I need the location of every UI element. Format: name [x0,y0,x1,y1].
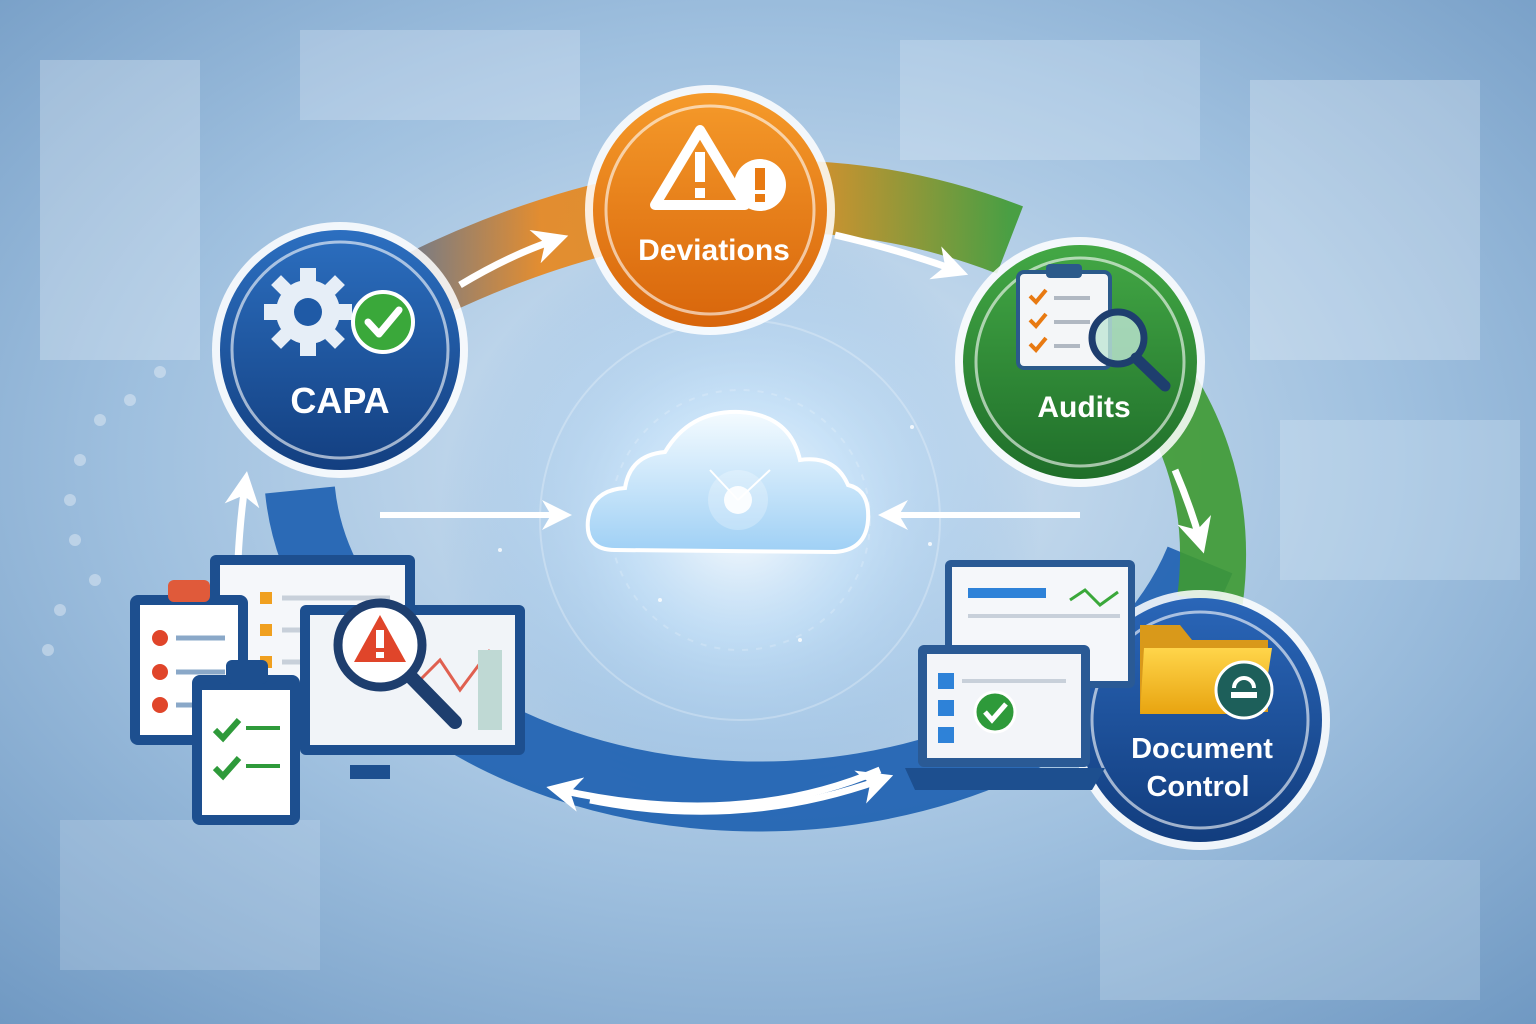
document-control-label-line1: Document [1131,733,1273,765]
arrow-bottom-right [589,770,894,815]
clipboard-magnifier-icon [1016,264,1171,392]
arrow-audits-to-document-control [1171,468,1212,554]
left-screens-cluster [130,555,525,825]
right-devices-cluster [905,560,1135,790]
capa-label: CAPA [290,380,389,421]
arrow-deviations-to-audits [834,231,969,280]
gear-check-icon [264,268,415,356]
arrow-screens-to-capa [224,471,260,561]
laptop-base [905,768,1105,790]
clipboard-checklist-icon [130,580,248,745]
arrow-capa-to-deviations [458,230,569,289]
warning-triangle-icon [650,125,786,211]
deviations-node[interactable]: Deviations [585,85,835,335]
green-check-icon [973,690,1017,734]
arrow-bottom-left [546,766,882,812]
checkbox-list-icon [938,673,1066,743]
lab-background-shapes [40,30,1520,1000]
deviations-label: Deviations [638,234,790,267]
audits-node[interactable]: Audits [955,237,1205,487]
clipboard-green-check-icon [192,660,300,825]
folder-lock-icon [1140,625,1274,720]
audits-label: Audits [1037,391,1130,424]
dna-helix-icon [42,366,166,656]
document-control-label-line2: Control [1146,771,1249,803]
magnifier-warning-icon [333,598,462,729]
cloud-icon [585,409,871,555]
capa-node[interactable]: CAPA [212,222,468,478]
sparkles [498,425,932,642]
